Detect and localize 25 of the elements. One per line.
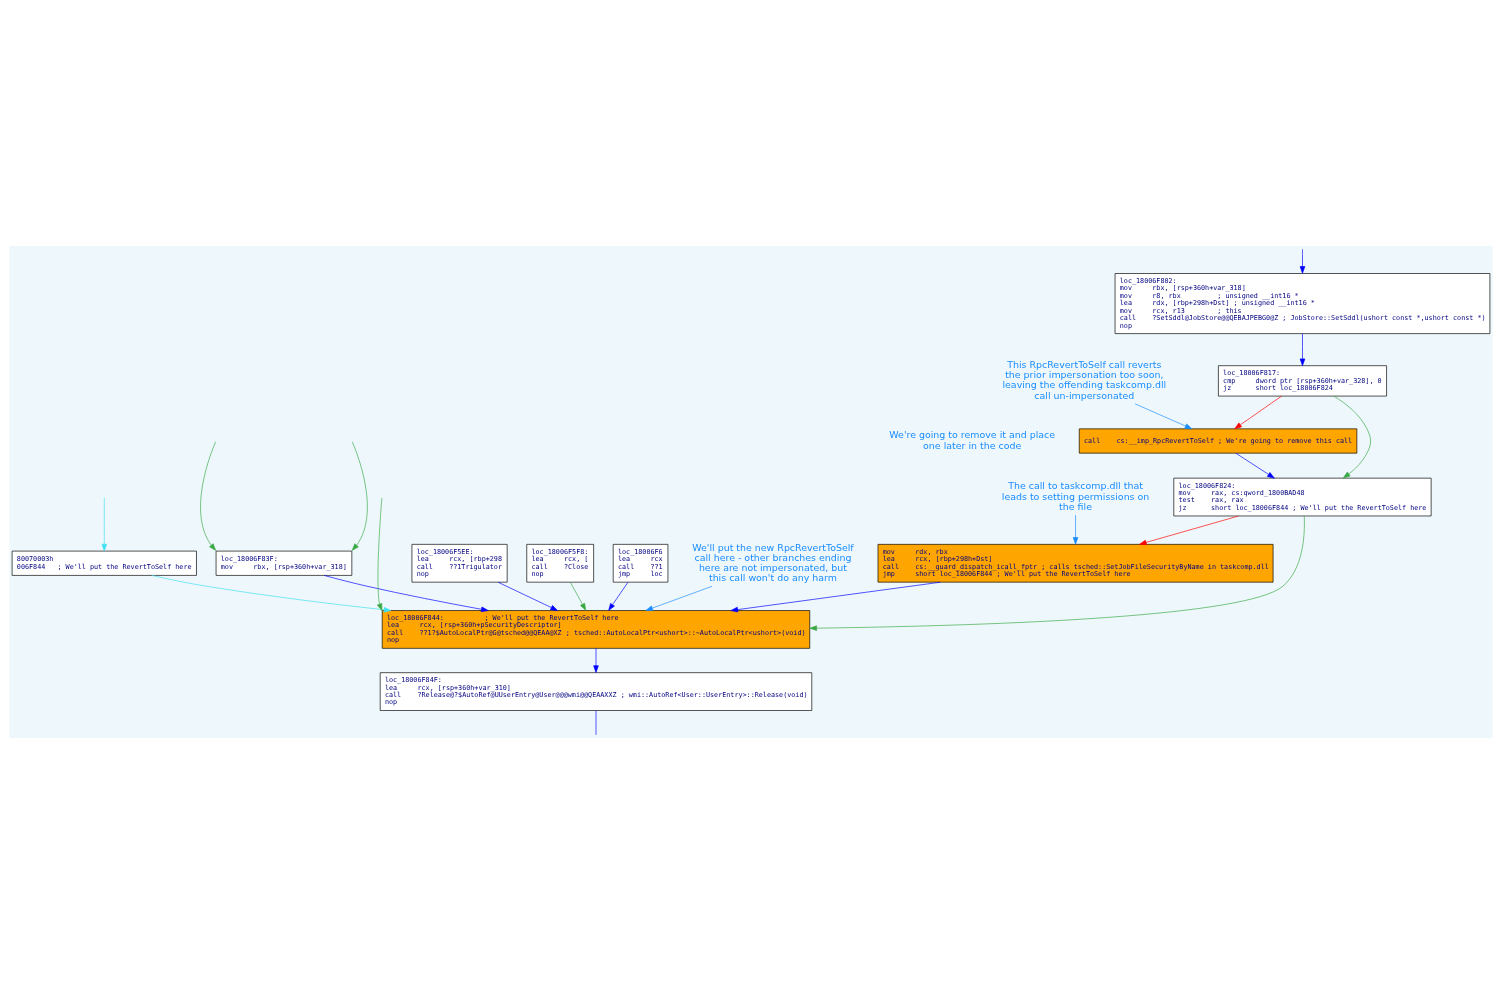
node-text: The call to taskcomp.dll that leads to setting permissions on the file <box>1001 480 1150 512</box>
arrow <box>1299 248 1306 274</box>
arrow <box>151 575 392 613</box>
arrow <box>200 441 217 551</box>
arrow <box>1139 515 1239 546</box>
arrow <box>645 585 713 611</box>
arrow <box>730 581 941 613</box>
arrow <box>570 582 587 611</box>
arrow <box>377 497 383 611</box>
arrow <box>1299 333 1306 366</box>
arrow <box>497 581 558 611</box>
arrow <box>1333 395 1371 479</box>
label: We're going to remove it and place one later in the code <box>889 429 1056 451</box>
node-text: This RpcRevertToSelf call reverts the prior impersonation too soon, leaving the offending taskcomp.dll call un-impersonated <box>1002 359 1167 401</box>
arrow <box>1235 452 1275 479</box>
node-text: We'll put the new RpcRevertToSelf call here - other branches ending here are not impersonated, but this call won't do any harm <box>692 541 854 583</box>
arrow <box>608 582 629 611</box>
arrow <box>324 575 489 612</box>
arrow <box>593 648 599 673</box>
arrow <box>809 515 1305 631</box>
arrow <box>351 441 368 551</box>
arrow <box>1072 514 1079 545</box>
arrow <box>1134 403 1193 430</box>
arrow <box>1234 395 1282 430</box>
arrow <box>101 497 107 552</box>
